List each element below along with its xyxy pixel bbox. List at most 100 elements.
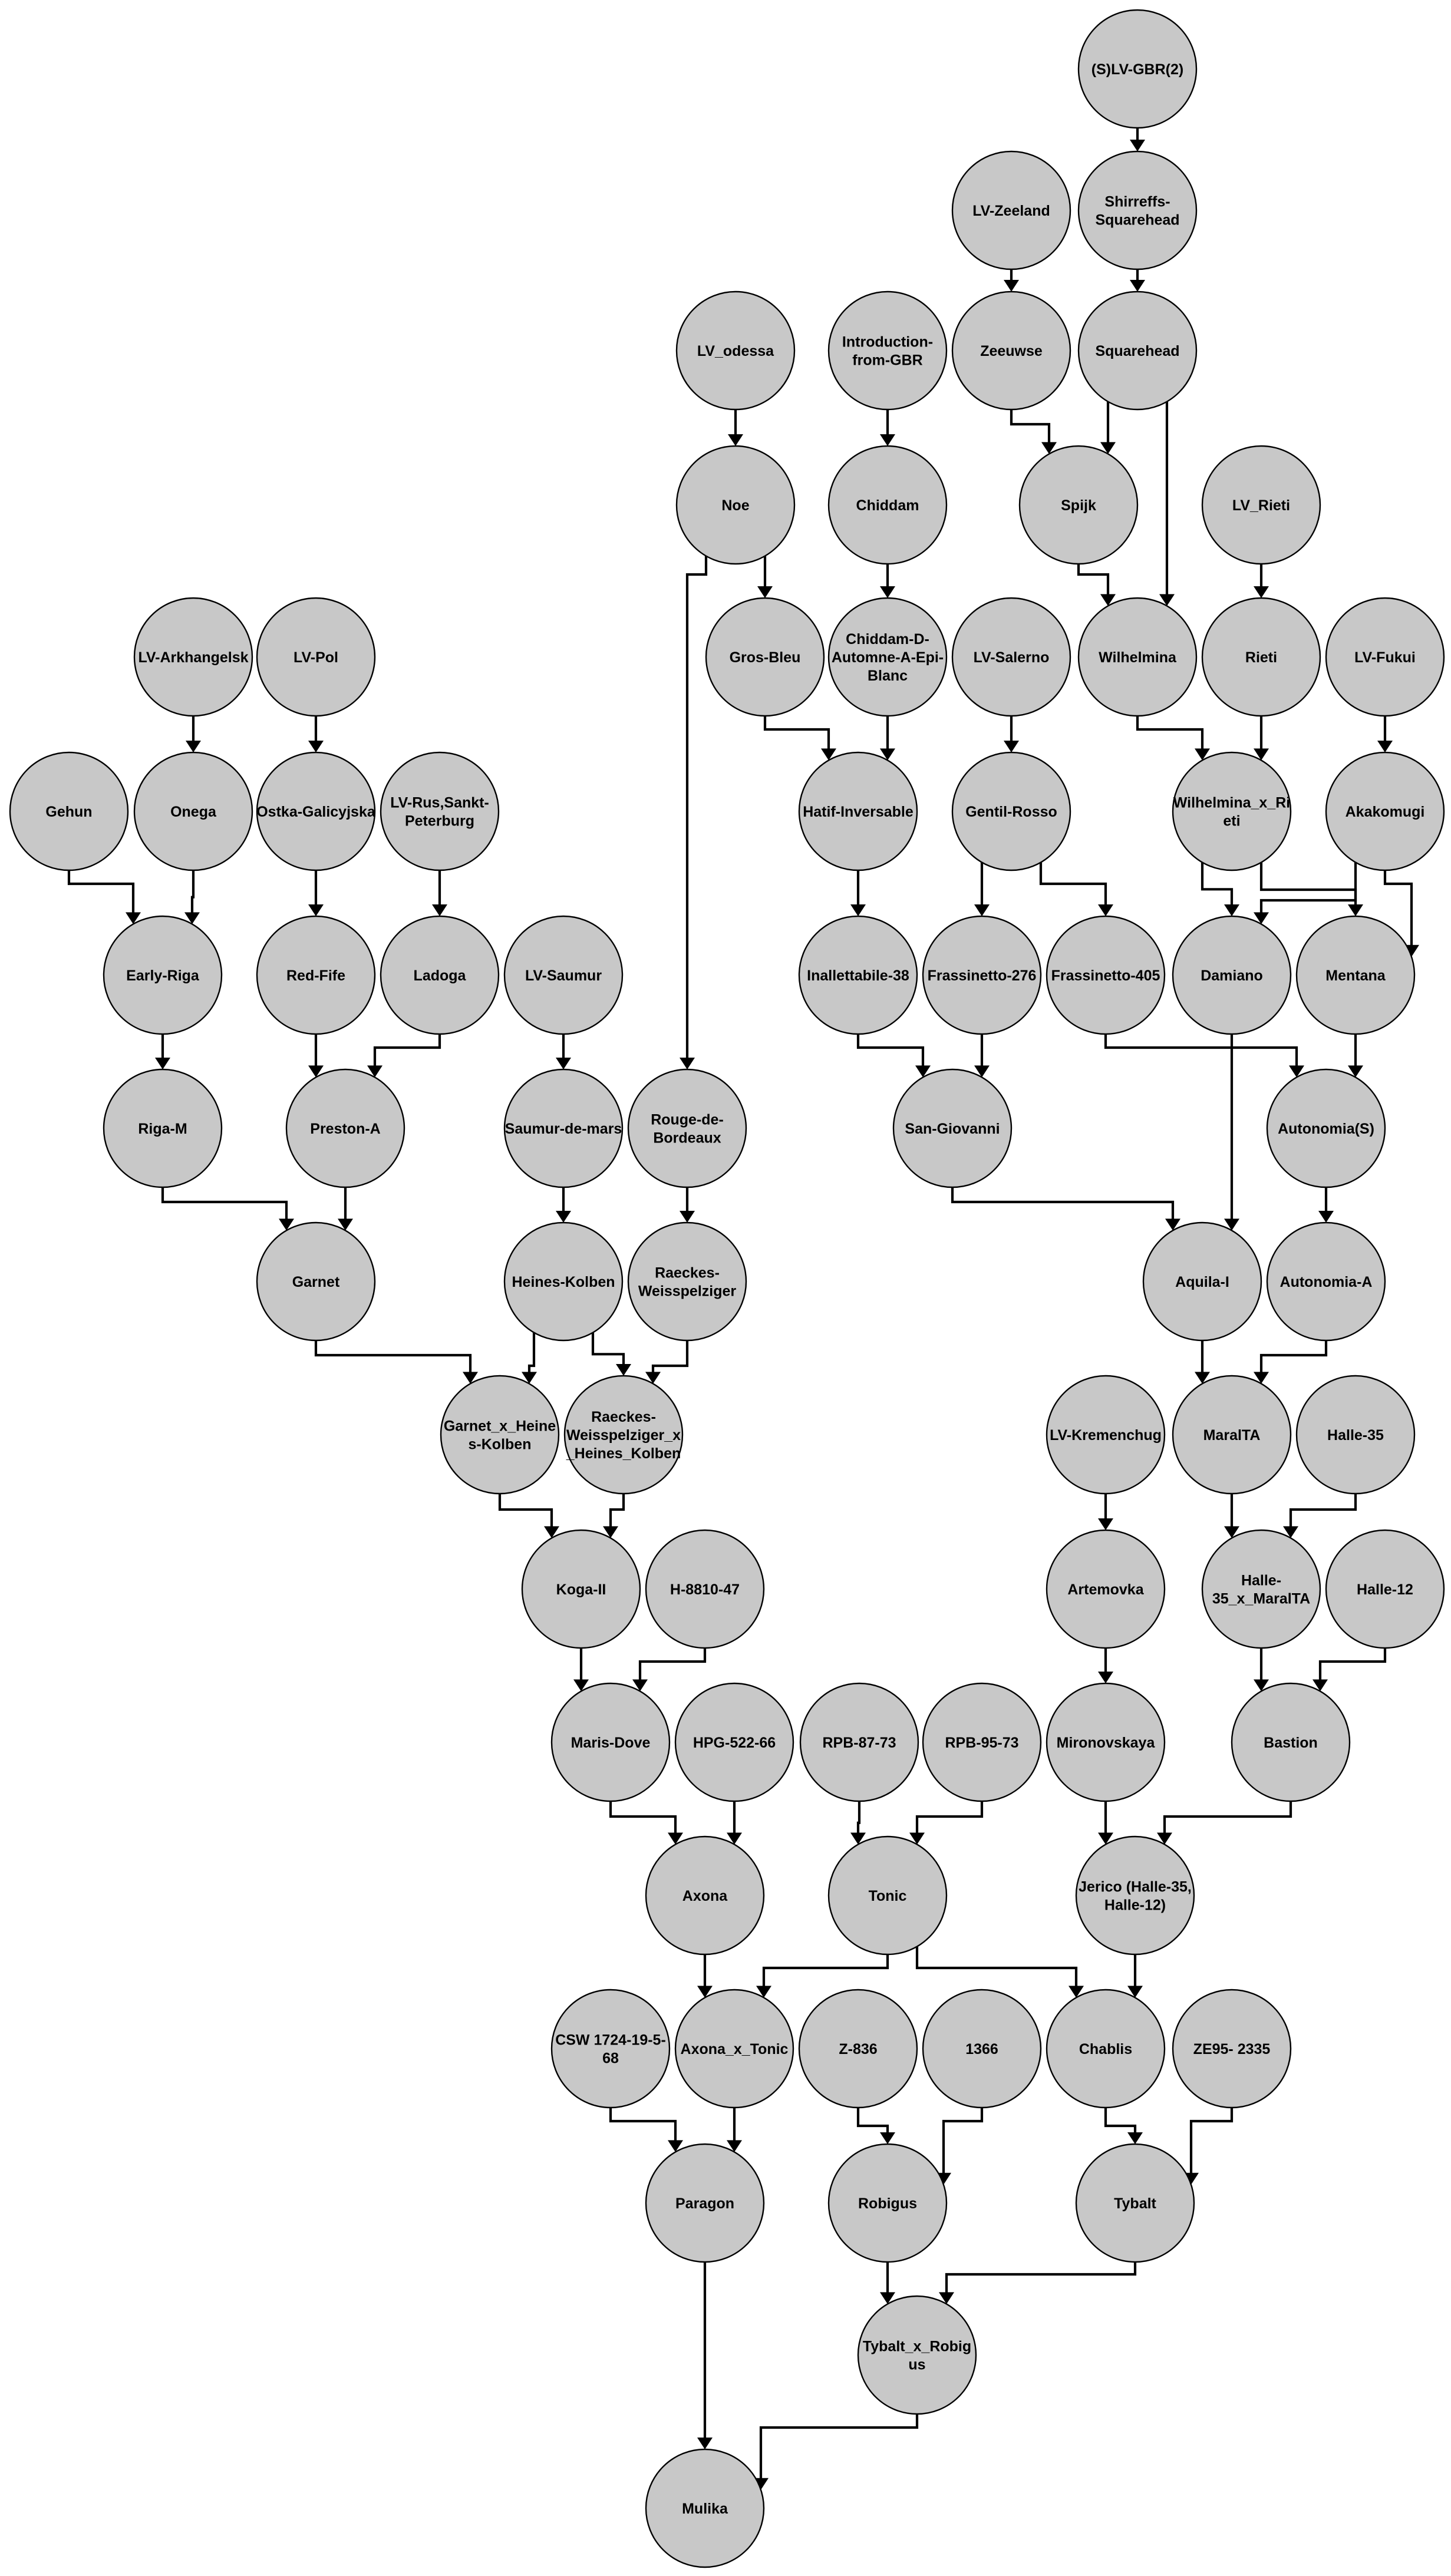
node-label: Automne-A-Epi- [832, 649, 944, 666]
node-circle [1046, 915, 1166, 1035]
node-circle [9, 751, 129, 871]
node-robigus: Robigus [827, 2143, 948, 2263]
arrowhead [1283, 1526, 1298, 1538]
node-label: MaralTA [1203, 1427, 1261, 1444]
node-circle [827, 2143, 948, 2263]
node-early-riga: Early-Riga [103, 915, 223, 1035]
node-lv-saumur: LV-Saumur [503, 915, 624, 1035]
node-label: LV-Salerno [974, 649, 1050, 666]
node-label: Squarehead [1095, 343, 1179, 359]
node-circle [503, 1068, 624, 1188]
node-maralta: MaralTA [1172, 1375, 1292, 1495]
edge-line [1136, 716, 1204, 750]
node-label: Halle-12) [1104, 1897, 1166, 1914]
node-circle [256, 915, 376, 1035]
node-csw1724: CSW 1724-19-5-68 [550, 1989, 671, 2109]
node-circle [256, 1221, 376, 1342]
node-circle [674, 1682, 794, 1802]
edge-line [527, 1332, 536, 1373]
node-circle [503, 1221, 624, 1342]
node-tybalt: Tybalt [1075, 2143, 1195, 2263]
edge-line [856, 1801, 861, 1834]
node-san-giovanni: San-Giovanni [892, 1068, 1013, 1188]
edge-garnet-to-garnet_x_heines [314, 1340, 478, 1384]
arrowhead [1130, 280, 1145, 292]
edge-wil_x_rieti-to-damiano [1201, 862, 1239, 916]
edge-lv_kremenchug-to-artemovka [1098, 1494, 1113, 1530]
arrowhead [1098, 1832, 1113, 1845]
node-label: Garnet [292, 1274, 340, 1290]
edge-raeckes-to-raeckes_x_heines [645, 1340, 689, 1384]
arrowhead [1254, 912, 1269, 924]
arrowhead [1377, 741, 1393, 752]
node-label: Mulika [682, 2501, 728, 2517]
node-garnet: Garnet [256, 1221, 376, 1342]
node-label: Hatif-Inversable [803, 804, 914, 820]
arrowhead [697, 1986, 713, 1998]
node-intro-gbr: Introduction-from-GBR [827, 290, 948, 411]
node-ladoga: Ladoga [380, 915, 500, 1035]
node-label: Halle-12 [1357, 1581, 1413, 1598]
node-label: Jerico (Halle-35, [1079, 1879, 1192, 1895]
arrowhead [727, 2140, 742, 2152]
arrowhead [1098, 904, 1113, 916]
arrowhead [1004, 280, 1019, 292]
node-frassinetto276: Frassinetto-276 [922, 915, 1042, 1035]
arrowhead [909, 1832, 925, 1845]
arrowhead [850, 904, 866, 916]
node-label: Mironovskaya [1057, 1735, 1156, 1751]
edge-noe-to-rouge_de_bordeaux [680, 556, 708, 1069]
arrowhead [697, 2438, 713, 2449]
node-circle [103, 915, 223, 1035]
arrowhead [1157, 1832, 1172, 1845]
nodes-layer: (S)LV-GBR(2)LV-ZeelandShirreffs-Squarehe… [9, 9, 1445, 2568]
edge-line [951, 1187, 1175, 1220]
arrowhead [1224, 904, 1239, 916]
node-label: Z-836 [839, 2041, 877, 2058]
edge-heines_kolben-to-garnet_x_heines [522, 1332, 537, 1384]
edge-paragon-to-mulika [697, 2262, 713, 2449]
node-label: Heines-Kolben [512, 1274, 615, 1290]
node-lv-rus: LV-Rus,Sankt-Peterburg [380, 751, 500, 871]
node-chablis: Chablis [1046, 1989, 1166, 2109]
node-label: Autonomia(S) [1278, 1121, 1374, 1137]
node-label: Akakomugi [1346, 804, 1425, 820]
arrowhead [880, 2292, 895, 2304]
edge-onega-to-early_riga [184, 870, 200, 924]
node-label: Aquila-I [1175, 1274, 1229, 1290]
node-garnet-x-heines: Garnet_x_Heines-Kolben [440, 1375, 560, 1495]
node-halle35-x-maralta: Halle-35_x_MaralTA [1201, 1529, 1321, 1649]
arrowhead [1069, 1986, 1084, 1998]
node-circle [380, 751, 500, 871]
node-circle [827, 597, 948, 717]
arrowhead [1100, 594, 1116, 606]
node-label: eti [1223, 813, 1240, 830]
node-squarehead: Squarehead [1077, 290, 1198, 411]
node-label: Introduction- [842, 334, 933, 351]
node-hatif: Hatif-Inversable [798, 751, 918, 871]
node-label: Blanc [868, 668, 908, 684]
node-circle [1266, 1221, 1386, 1342]
arrowhead [1313, 1679, 1328, 1692]
edge-early_riga-to-riga_m [155, 1034, 170, 1069]
edge-mironovskaya-to-jerico [1098, 1801, 1113, 1845]
arrowhead [1041, 442, 1057, 454]
node-label: LV-Arkhangelsk [138, 649, 248, 666]
edge-robigus-to-tybalt_x_robigus [880, 2262, 895, 2304]
node-paragon: Paragon [645, 2143, 765, 2263]
node-circle [1201, 1529, 1321, 1649]
node-tybalt-x-robigus: Tybalt_x_Robigus [857, 2295, 977, 2415]
edge-line [1104, 2108, 1137, 2134]
node-label: Frassinetto-276 [928, 967, 1037, 984]
arrowhead [1289, 1065, 1304, 1078]
arrowhead [1165, 1218, 1180, 1231]
node-label: Tybalt_x_Robig [863, 2339, 971, 2355]
node-maris-dove: Maris-Dove [550, 1682, 671, 1802]
edge-saumur_de_mars-to-heines_kolben [556, 1187, 571, 1223]
node-label: s-Kolben [469, 1436, 532, 1453]
edge-line [609, 2108, 677, 2142]
node-label: Raeckes- [655, 1265, 720, 1282]
edge-n1366-to-robigus [936, 2108, 984, 2185]
edge-lv_fukui-to-akakomugi [1377, 716, 1393, 752]
